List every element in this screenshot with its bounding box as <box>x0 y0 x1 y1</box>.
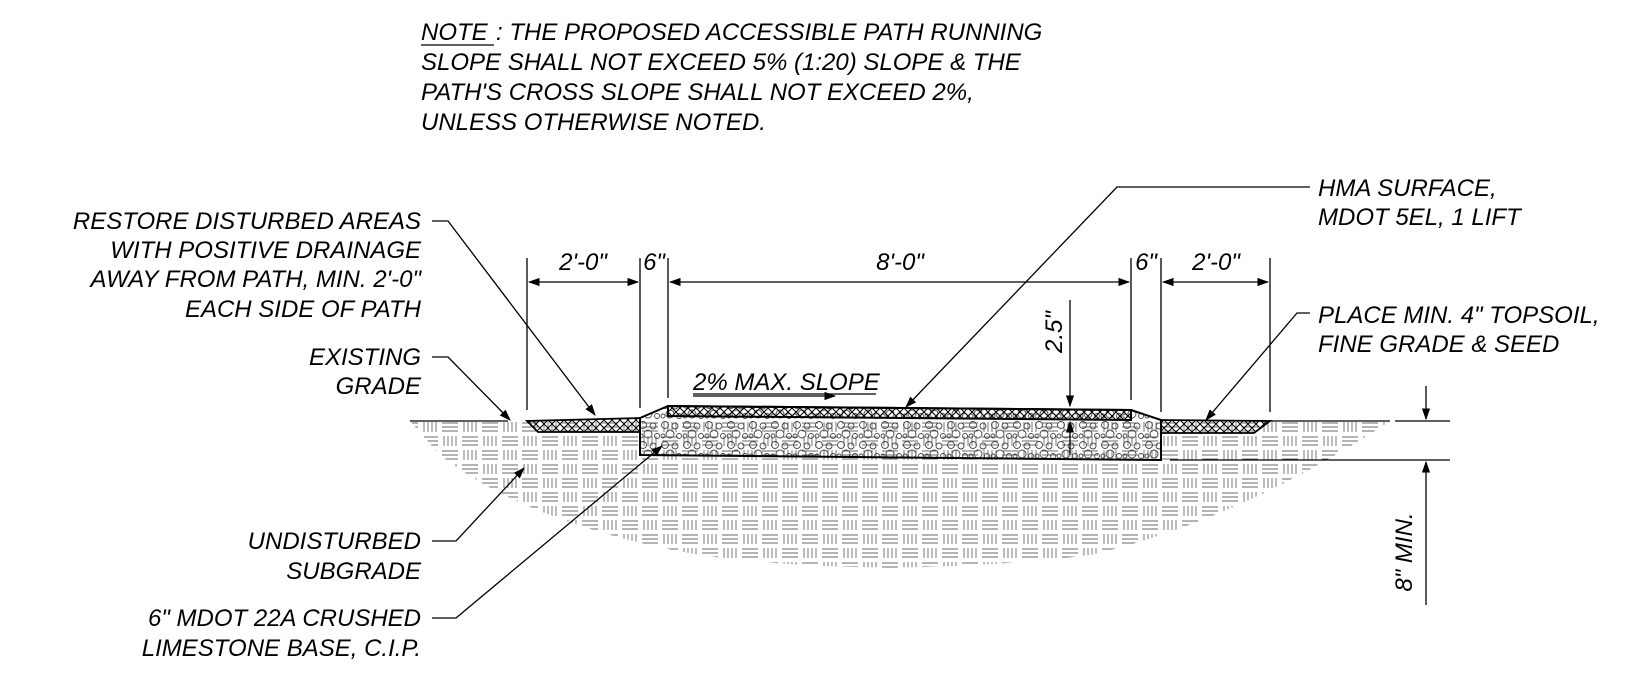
dim-left-edge-label: 6" <box>643 249 666 276</box>
note-line-4: UNLESS OTHERWISE NOTED. <box>421 109 766 136</box>
base-line-1: 6" MDOT 22A CRUSHED <box>148 605 421 632</box>
restore-line-2: WITH POSITIVE DRAINAGE <box>110 237 422 264</box>
callout-hma: HMA SURFACE, MDOT 5EL, 1 LIFT <box>905 175 1523 408</box>
dim-left-shoulder-label: 2'-0" <box>558 249 608 276</box>
hma-leader <box>905 186 1310 408</box>
callout-undisturbed: UNDISTURBED SUBGRADE <box>248 467 525 585</box>
dim-hma-thickness-label: 2.5" <box>1041 310 1068 354</box>
callout-base: 6" MDOT 22A CRUSHED LIMESTONE BASE, C.I.… <box>142 445 663 662</box>
hma-line-1: HMA SURFACE, <box>1318 175 1497 202</box>
undisturbed-line-1: UNDISTURBED <box>248 528 421 555</box>
dimension-lines: 2'-0" 6" 8'-0" 6" 2'-0" 2.5" 8" MIN. 2% … <box>527 249 1431 605</box>
restore-line-1: RESTORE DISTURBED AREAS <box>73 208 421 235</box>
note-line-2: SLOPE SHALL NOT EXCEED 5% (1:20) SLOPE &… <box>421 49 1022 76</box>
restore-leader <box>432 220 596 416</box>
general-note: NOTE : THE PROPOSED ACCESSIBLE PATH RUNN… <box>421 19 1042 136</box>
existing-line-2: GRADE <box>336 373 422 400</box>
topsoil-shoulders <box>524 417 1273 434</box>
dim-base-depth-label: 8" MIN. <box>1391 512 1418 591</box>
topsoil-line-1: PLACE MIN. 4" TOPSOIL, <box>1318 302 1600 329</box>
topsoil-line-2: FINE GRADE & SEED <box>1318 331 1559 358</box>
note-line-3: PATH'S CROSS SLOPE SHALL NOT EXCEED 2%, <box>421 79 974 106</box>
existing-line-1: EXISTING <box>309 344 421 371</box>
leader-labels: RESTORE DISTURBED AREAS WITH POSITIVE DR… <box>73 175 1600 662</box>
dim-path-width-label: 8'-0" <box>876 249 925 276</box>
base-line-2: LIMESTONE BASE, C.I.P. <box>142 635 421 662</box>
dim-right-shoulder-label: 2'-0" <box>1191 249 1241 276</box>
undisturbed-line-2: SUBGRADE <box>286 558 422 585</box>
slope-label: 2% MAX. SLOPE <box>692 369 881 396</box>
extension-lines <box>526 258 1450 461</box>
base-leader <box>432 445 663 619</box>
restore-line-4: EACH SIDE OF PATH <box>185 296 422 323</box>
restore-line-3: AWAY FROM PATH, MIN. 2'-0" <box>89 266 423 293</box>
left-topsoil <box>524 417 641 433</box>
topsoil-leader <box>1205 312 1310 421</box>
hma-surface <box>667 404 1132 422</box>
dim-right-edge-label: 6" <box>1135 249 1158 276</box>
note-prefix: NOTE <box>421 19 489 46</box>
right-topsoil <box>1160 419 1273 434</box>
hma-line-2: MDOT 5EL, 1 LIFT <box>1318 204 1523 231</box>
callout-topsoil: PLACE MIN. 4" TOPSOIL, FINE GRADE & SEED <box>1205 302 1600 421</box>
callout-restore: RESTORE DISTURBED AREAS WITH POSITIVE DR… <box>73 208 596 416</box>
note-line-1: : THE PROPOSED ACCESSIBLE PATH RUNNING <box>496 19 1042 46</box>
callout-existing-grade: EXISTING GRADE <box>309 344 511 421</box>
undisturbed-leader <box>432 467 525 542</box>
existing-leader <box>432 356 511 421</box>
